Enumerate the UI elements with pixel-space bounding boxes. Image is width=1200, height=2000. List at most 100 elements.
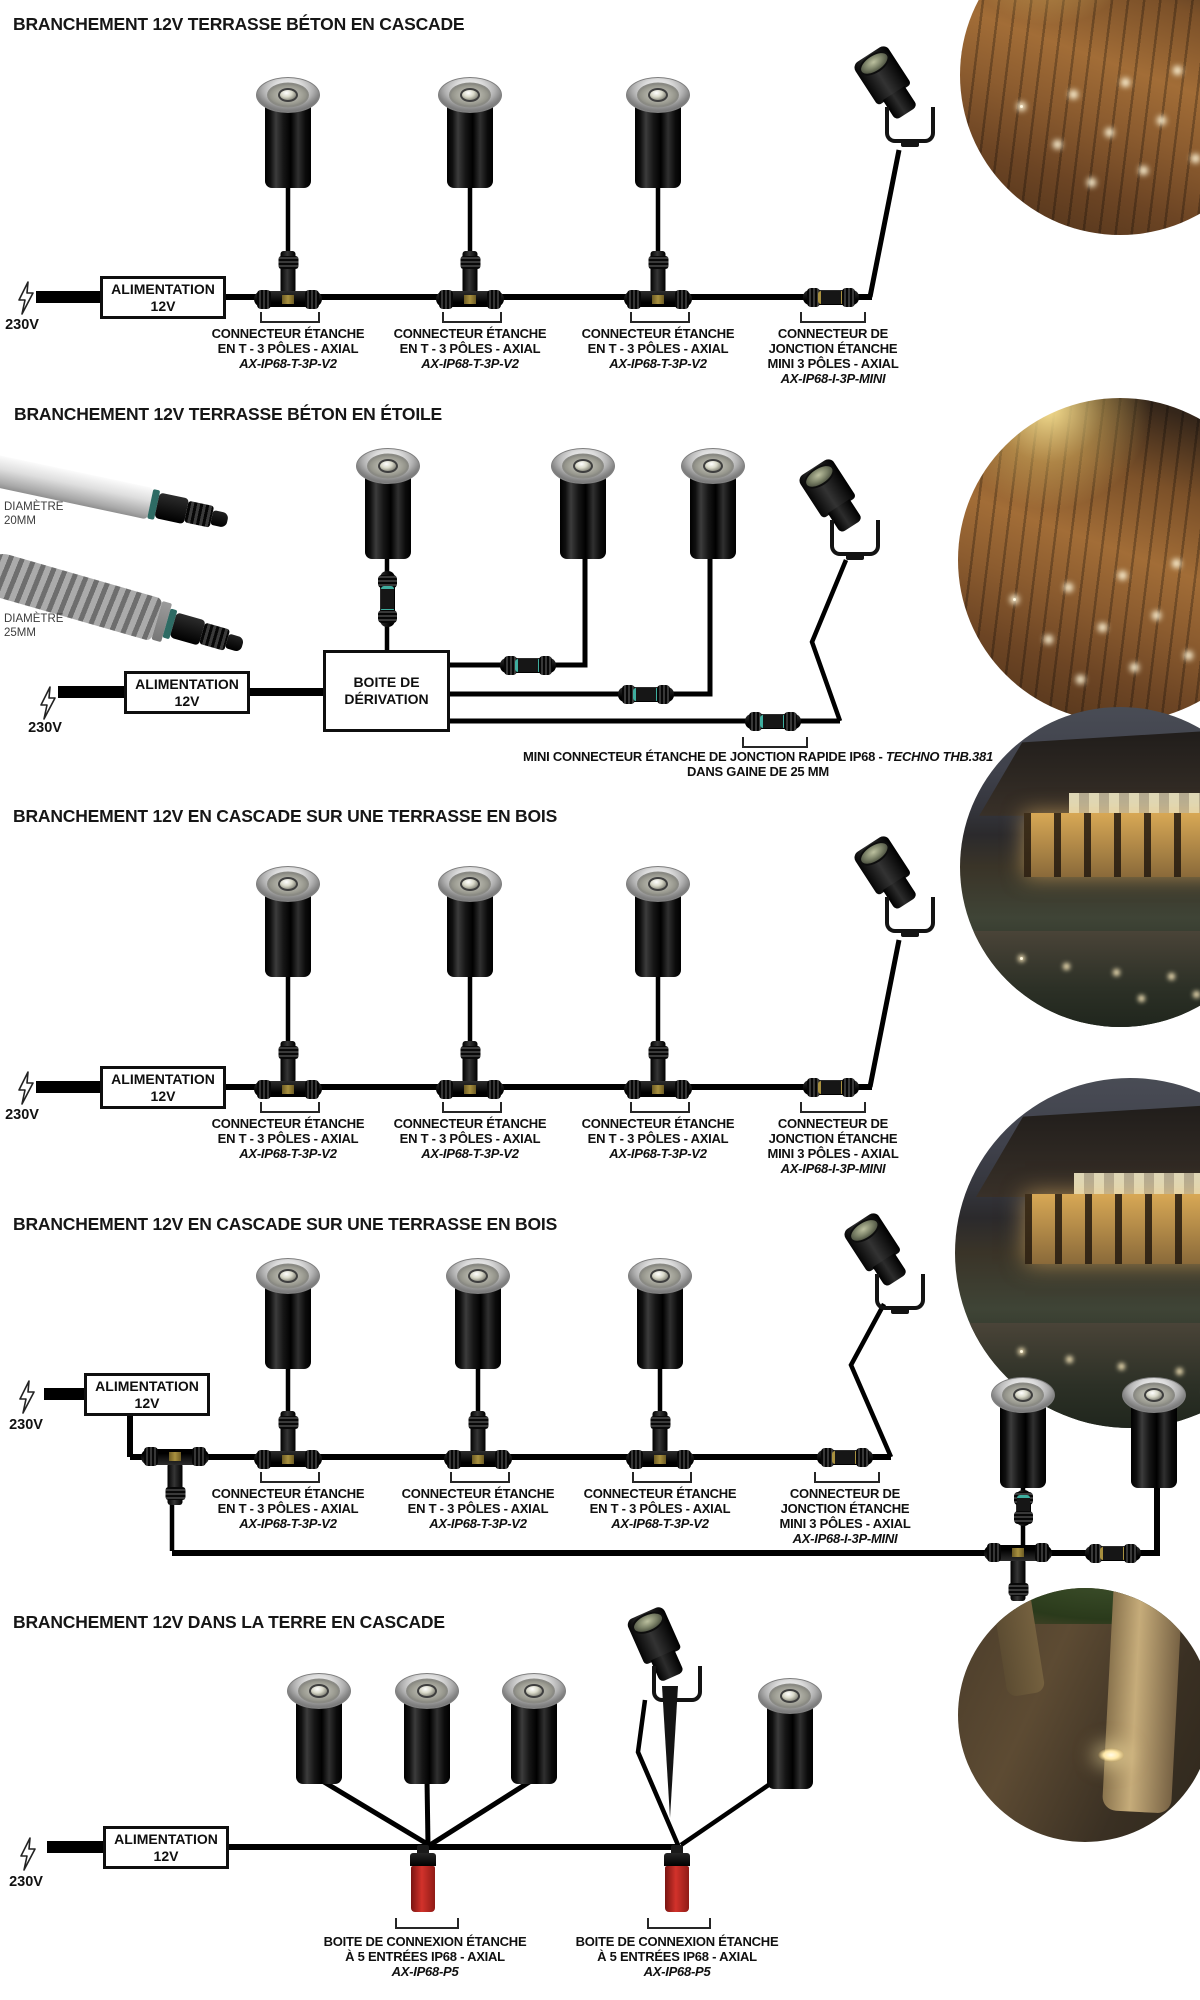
voltage-230v: 230V [9,1874,43,1890]
photo-house-terrace-dusk-2 [955,1078,1200,1428]
inground-light [438,866,502,977]
spotlight-bracket [830,520,880,556]
power-supply-box: ALIMENTATION 12V [84,1373,210,1416]
light-bezel [758,1678,822,1714]
t-connector [624,1041,692,1099]
inline-junction-connector [1085,1544,1141,1563]
house-deck [960,931,1200,1027]
light-bezel [438,77,502,113]
supply-line1: ALIMENTATION [95,1377,199,1394]
inground-light [287,1673,351,1784]
lightning-bolt-icon [17,1380,37,1419]
t-connector [254,1041,322,1099]
power-supply-box: ALIMENTATION 12V [100,1066,226,1109]
red-connection-box [410,1845,436,1912]
deck-lights [1020,105,1023,108]
inground-light [256,77,320,188]
spotlight-foot [901,140,919,147]
tree-trunk [1101,1588,1183,1814]
label-bracket [450,1472,510,1483]
supply-line1: ALIMENTATION [111,280,215,297]
label-bracket [395,1918,459,1929]
deck-lights [1020,957,1023,960]
light-body [455,1281,501,1369]
label-bracket [442,312,502,323]
label-bracket [800,1102,866,1113]
inground-light [256,866,320,977]
lightning-bolt-icon [18,1837,38,1876]
light-body [637,1281,683,1369]
photo-house-terrace-dusk [960,707,1200,1027]
photo-concrete-terrace-night [960,0,1200,235]
light-bezel [681,448,745,484]
light-bezel [395,1673,459,1709]
mini-inline-connector [500,656,556,675]
light-bezel [626,866,690,902]
spotlight-bracket [885,107,935,143]
light-body [690,471,736,559]
voltage-230v: 230V [5,317,39,333]
section3-title: BRANCHEMENT 12V EN CASCADE SUR UNE TERRA… [13,806,558,826]
supply-line1: ALIMENTATION [111,1070,215,1087]
light-bezel [628,1258,692,1294]
inground-light [991,1377,1055,1488]
inline-junction-connector [817,1448,873,1467]
power-supply-box: ALIMENTATION 12V [100,276,226,319]
deck-lights [1013,598,1016,601]
section1-title: BRANCHEMENT 12V TERRASSE BÉTON EN CASCAD… [13,14,465,34]
supply-line2: 12V [153,1847,179,1864]
light-body [1131,1400,1177,1488]
inground-light [502,1673,566,1784]
t-connector [254,251,322,309]
t-connector [444,1411,512,1469]
red-connection-box [664,1845,690,1912]
gland-tip [225,633,245,652]
box-red-body [411,1866,435,1912]
supply-line2: 12V [150,1087,176,1104]
spotlight-bracket [875,1274,925,1310]
light-body [265,100,311,188]
spotlight [851,43,955,163]
light-body [635,100,681,188]
inground-light [356,448,420,559]
light-bezel [256,866,320,902]
light-body [265,889,311,977]
lightning-bolt-icon [38,686,58,725]
supply-line1: ALIMENTATION [135,675,239,692]
power-supply-box: ALIMENTATION 12V [103,1826,229,1869]
inground-light-glow [1097,1748,1124,1763]
supply-line1: ALIMENTATION [114,1830,218,1847]
supply-line2: 12V [134,1394,160,1411]
label-bracket [742,737,808,748]
derivation-box: BOITE DE DÉRIVATION [323,650,450,732]
light-body [560,471,606,559]
label-bracket [632,1472,692,1483]
section2-title: BRANCHEMENT 12V TERRASSE BÉTON EN ÉTOILE [14,404,442,424]
light-bezel [502,1673,566,1709]
house-facade-lit [1024,812,1200,877]
label-bracket [260,312,320,323]
label-bracket [260,1472,320,1483]
supply-line2: 12V [150,297,176,314]
light-body [447,100,493,188]
box-nipple [671,1845,683,1853]
inline-junction-connector [803,288,859,307]
t-connector-up [984,1545,1052,1601]
spotlight [841,1210,945,1330]
supply-line2: 12V [174,692,200,709]
inground-light [681,448,745,559]
light-bezel [1122,1377,1186,1413]
